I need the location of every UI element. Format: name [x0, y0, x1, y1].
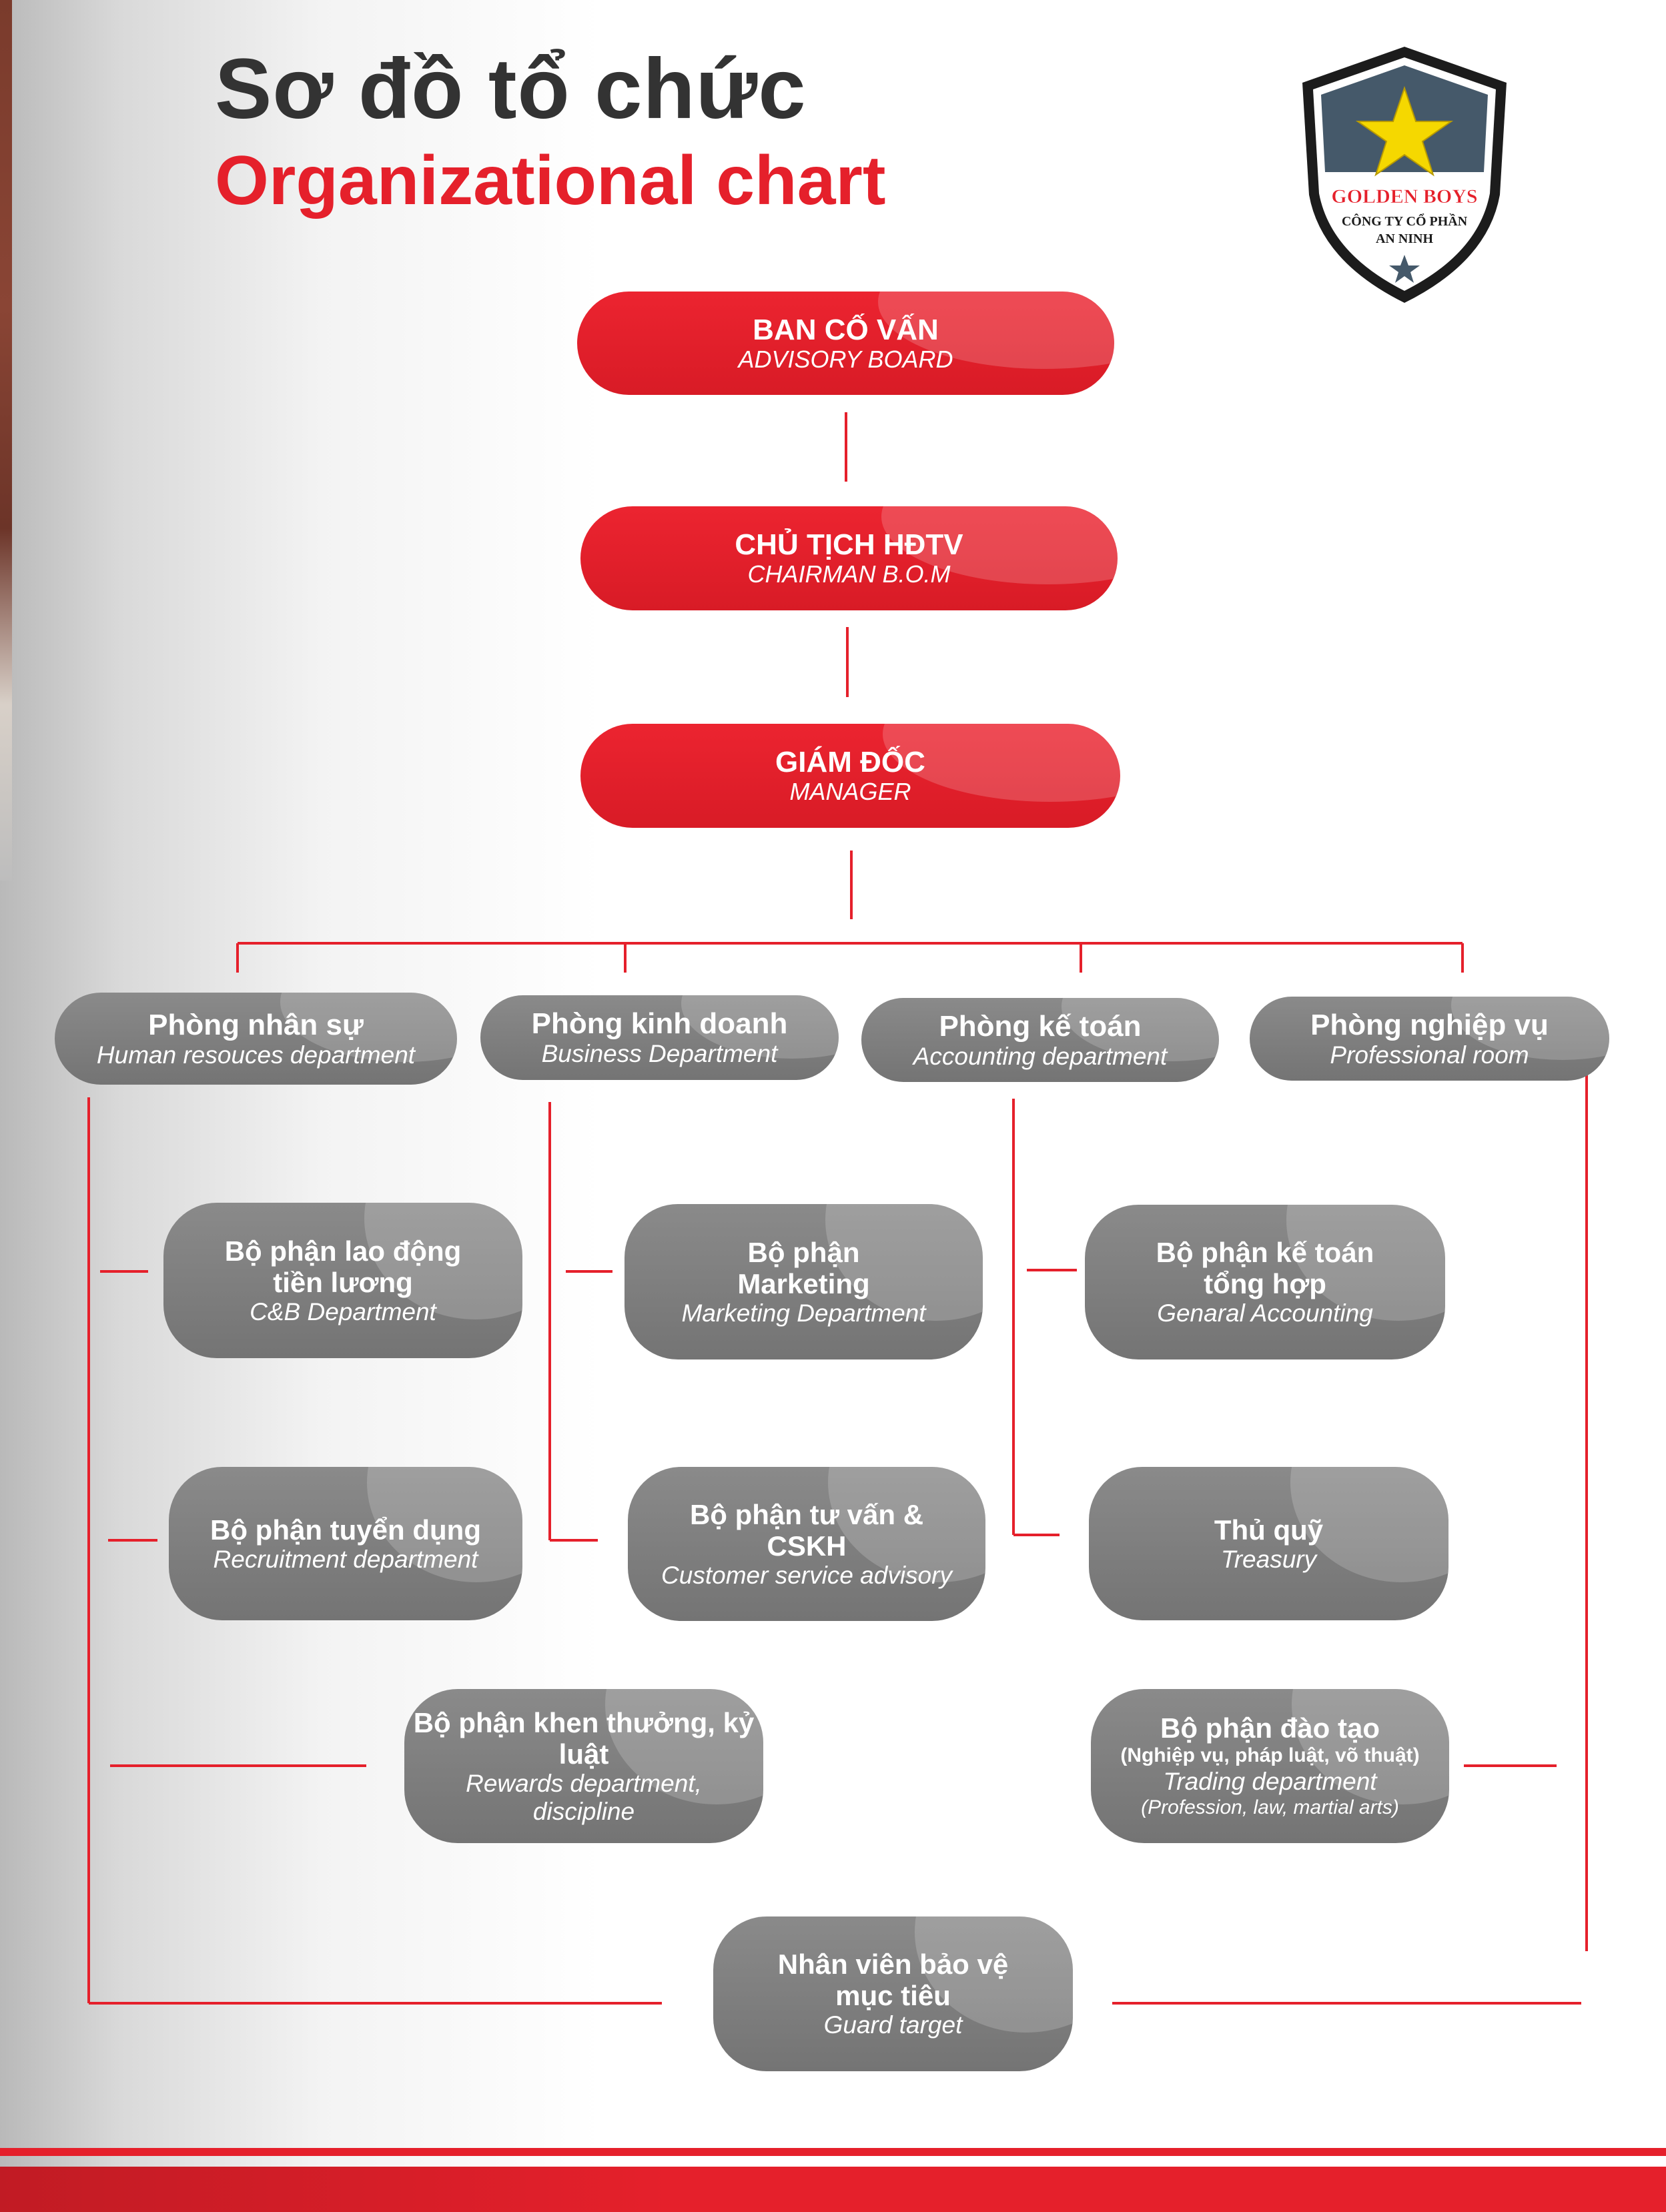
company-logo: GOLDEN BOYS CÔNG TY CỔ PHẦN AN NINH	[1302, 47, 1507, 303]
node-cb-department: Bộ phận lao động tiền lương C&B Departme…	[163, 1203, 522, 1358]
node-subtitle: Professional room	[1330, 1041, 1529, 1069]
node-training-department: Bộ phận đào tạo (Nghiệp vụ, pháp luật, v…	[1091, 1689, 1449, 1843]
node-title: Bộ phận khen thưởng, kỷ luật	[413, 1707, 755, 1770]
node-subtitle: Rewards department, discipline	[466, 1770, 702, 1825]
node-subtitle: Treasury	[1220, 1545, 1317, 1573]
node-subtitle: Recruitment department	[213, 1545, 478, 1573]
node-guard-target: Nhân viên bảo vệ mục tiêu Guard target	[713, 1916, 1073, 2071]
node-subtitle: Accounting department	[913, 1042, 1168, 1070]
node-title: Phòng nghiệp vụ	[1310, 1008, 1549, 1041]
page-title-vietnamese: Sơ đồ tổ chức	[215, 41, 807, 137]
node-manager: GIÁM ĐỐC MANAGER	[580, 724, 1120, 828]
node-rewards-department: Bộ phận khen thưởng, kỷ luật Rewards dep…	[404, 1689, 763, 1843]
node-subtitle: Customer service advisory	[661, 1561, 952, 1589]
logo-line-2: AN NINH	[1376, 231, 1434, 246]
node-subtitle: Marketing Department	[681, 1299, 926, 1327]
node-title: CHỦ TỊCH HĐTV	[735, 528, 963, 562]
logo-line-1: CÔNG TY CỔ PHẦN	[1342, 213, 1468, 229]
node-title: Phòng kinh doanh	[531, 1007, 788, 1041]
node-professional-room: Phòng nghiệp vụ Professional room	[1250, 997, 1609, 1081]
node-title: Bộ phận lao động tiền lương	[224, 1235, 462, 1298]
node-marketing-department: Bộ phận Marketing Marketing Department	[624, 1204, 983, 1359]
node-subtitle: Human resouces department	[96, 1041, 416, 1069]
node-title: Bộ phận tư vấn & CSKH	[689, 1498, 924, 1562]
node-general-accounting: Bộ phận kế toán tổng hợp Genaral Account…	[1085, 1205, 1445, 1359]
node-title: BAN CỐ VẤN	[753, 313, 939, 346]
node-business-department: Phòng kinh doanh Business Department	[480, 995, 839, 1080]
node-subtitle: Business Department	[541, 1040, 778, 1068]
page-title-english: Organizational chart	[215, 142, 886, 219]
left-photo-strip	[0, 0, 12, 881]
node-treasury: Thủ quỹ Treasury	[1089, 1467, 1448, 1620]
small-star-icon	[1389, 255, 1420, 283]
node-title: Phòng kế toán	[939, 1009, 1142, 1043]
node-subtitle: Guard target	[823, 2011, 963, 2039]
node-subtitle: C&B Department	[250, 1297, 436, 1325]
node-subtitle: Trading department	[1163, 1768, 1377, 1796]
node-title: Phòng nhân sự	[148, 1008, 364, 1041]
node-subtitle: ADVISORY BOARD	[738, 345, 953, 373]
node-subtitle: CHAIRMAN B.O.M	[747, 560, 951, 588]
node-title: Bộ phận Marketing	[737, 1236, 870, 1299]
node-title: Thủ quỹ	[1214, 1514, 1324, 1546]
node-customer-service: Bộ phận tư vấn & CSKH Customer service a…	[628, 1467, 985, 1621]
footer-stripe	[0, 2148, 1666, 2156]
node-hr-department: Phòng nhân sự Human resouces department	[55, 993, 457, 1085]
node-accounting-department: Phòng kế toán Accounting department	[861, 998, 1219, 1082]
node-detail: (Nghiệp vụ, pháp luật, võ thuật)	[1120, 1744, 1420, 1767]
node-title: Bộ phận đào tạo	[1160, 1712, 1380, 1744]
node-subdetail: (Profession, law, martial arts)	[1141, 1796, 1399, 1818]
node-chairman: CHỦ TỊCH HĐTV CHAIRMAN B.O.M	[580, 506, 1118, 610]
node-subtitle: Genaral Accounting	[1157, 1299, 1373, 1327]
star-icon	[1355, 85, 1454, 177]
node-title: Nhân viên bảo vệ mục tiêu	[777, 1949, 1009, 2012]
node-recruitment-department: Bộ phận tuyển dụng Recruitment departmen…	[169, 1467, 522, 1620]
footer-band	[0, 2167, 1666, 2212]
node-title: Bộ phận kế toán tổng hợp	[1156, 1237, 1374, 1300]
node-subtitle: MANAGER	[789, 778, 911, 806]
logo-brand: GOLDEN BOYS	[1331, 185, 1477, 207]
node-title: GIÁM ĐỐC	[775, 746, 925, 779]
node-advisory-board: BAN CỐ VẤN ADVISORY BOARD	[577, 292, 1114, 395]
node-title: Bộ phận tuyển dụng	[210, 1514, 481, 1546]
